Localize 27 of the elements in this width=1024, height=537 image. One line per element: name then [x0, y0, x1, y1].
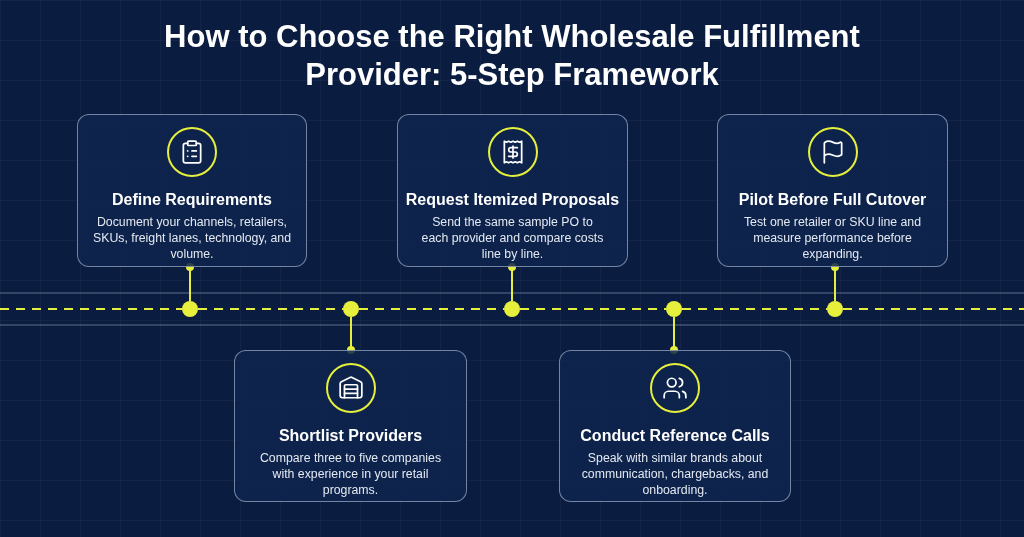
step-heading: Define Requirements — [111, 191, 272, 209]
step-description: Send the same sample PO to each provider and compare costs line by line. — [420, 214, 605, 262]
step-heading: Conduct Reference Calls — [580, 427, 770, 445]
timeline-line — [0, 308, 183, 310]
timeline-line — [842, 308, 1024, 310]
step-heading: Pilot Before Full Cutover — [738, 191, 927, 209]
step-card — [717, 114, 948, 267]
step-card — [559, 350, 791, 502]
timeline-dot — [343, 301, 359, 317]
timeline-dot — [504, 301, 520, 317]
step-card — [397, 114, 628, 267]
timeline-line — [519, 308, 667, 310]
title: How to Choose the Right Wholesale Fulfillment Provider: 5-Step Framework — [163, 18, 861, 94]
step-description: Compare three to five companies with experience in your retail programs. — [258, 450, 443, 498]
step-heading: Shortlist Providers — [278, 427, 423, 445]
step-description: Speak with similar brands about communication, chargebacks, and onboarding. — [580, 450, 770, 498]
step-description: Test one retailer or SKU line and measure performance before expanding. — [742, 214, 922, 262]
timeline-dot — [666, 301, 682, 317]
timeline-line — [681, 308, 828, 310]
step-card — [234, 350, 467, 502]
step-description: Document your channels, retailers, SKUs, freight lanes, technology, and volume. — [92, 214, 292, 262]
step-card — [77, 114, 307, 267]
timeline-line — [197, 308, 344, 310]
step-heading: Request Itemized Proposals — [405, 191, 620, 209]
timeline-line — [358, 308, 505, 310]
timeline-dot — [827, 301, 843, 317]
timeline-dot — [182, 301, 198, 317]
